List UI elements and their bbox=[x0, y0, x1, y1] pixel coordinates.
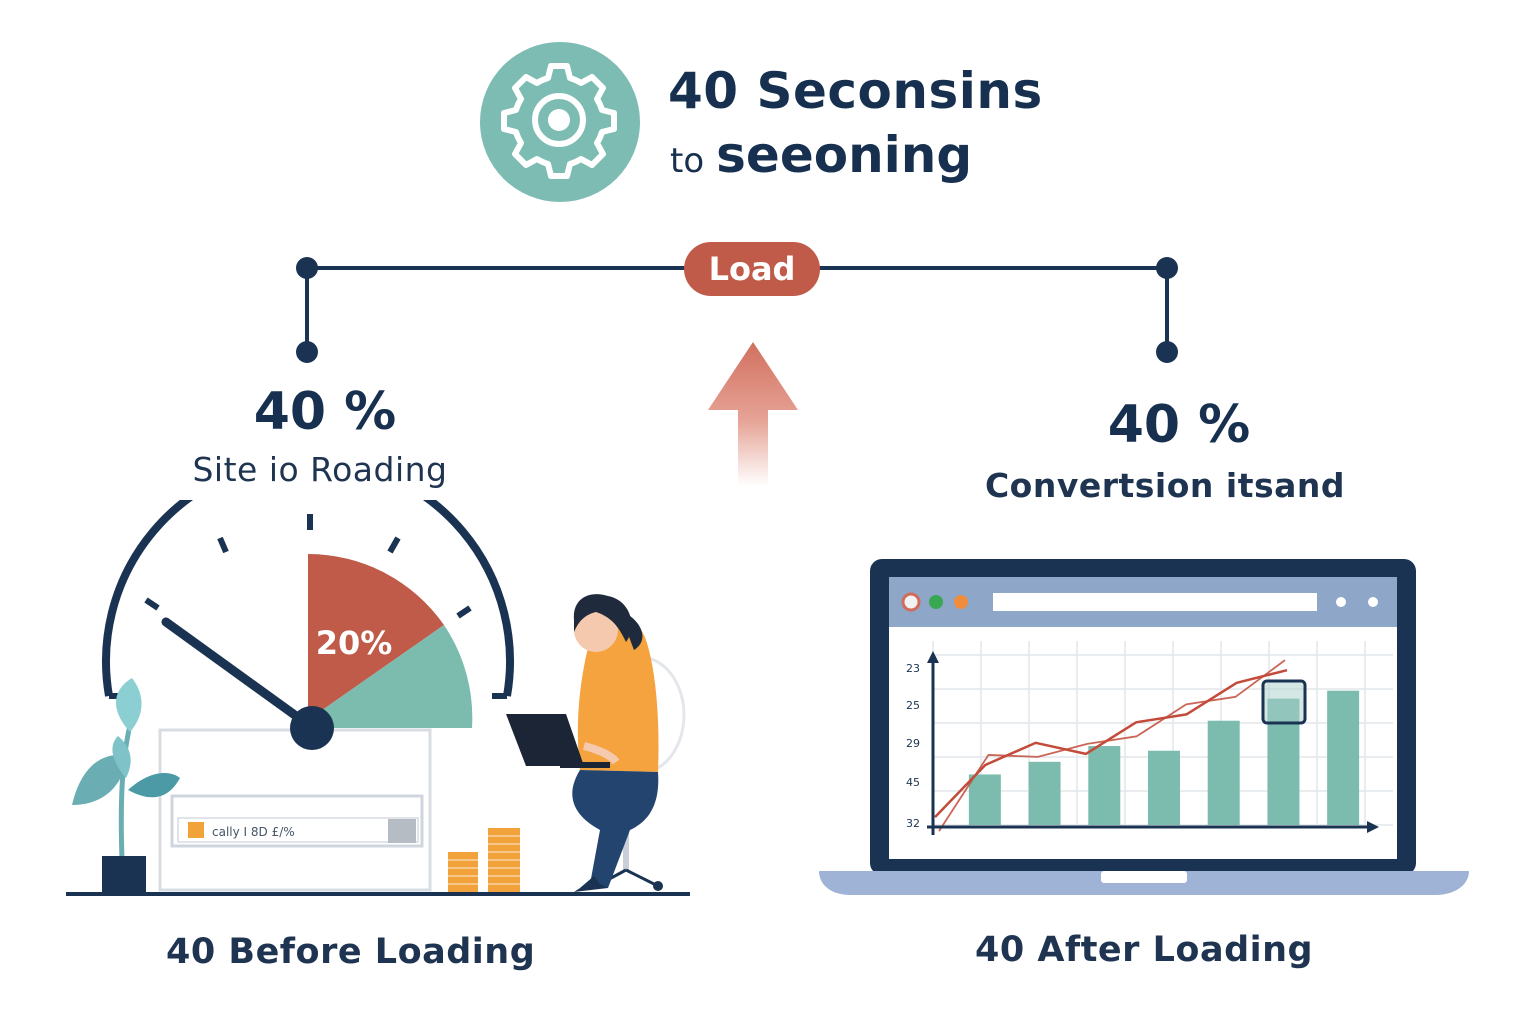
chart-bar bbox=[1148, 750, 1180, 825]
chart-y-tick-label: 23 bbox=[906, 662, 920, 675]
person-with-laptop-icon bbox=[506, 594, 686, 892]
chart-y-tick-label: 32 bbox=[906, 817, 920, 830]
before-loading-illustration: 20% cally I 8D £/% bbox=[66, 500, 690, 896]
browser-address-bar bbox=[993, 593, 1317, 611]
chart-trend-line-2 bbox=[938, 659, 1286, 832]
window-close-icon bbox=[901, 592, 921, 612]
laptop-notch bbox=[1101, 871, 1187, 883]
card-square-icon bbox=[188, 822, 204, 838]
speed-gauge bbox=[102, 500, 514, 750]
chart-y-tick-label: 25 bbox=[906, 699, 920, 712]
card-gray-block bbox=[388, 819, 416, 843]
browser-dot-icon-2 bbox=[1368, 597, 1378, 607]
subtitle-big: seeoning bbox=[716, 126, 973, 184]
right-stat-value: 40 % bbox=[1107, 395, 1251, 455]
chart-bar bbox=[968, 774, 1001, 825]
left-stat-description: Site io Roading bbox=[192, 450, 448, 489]
gear-icon bbox=[501, 63, 617, 179]
after-loading-caption: 40 After Loading bbox=[975, 930, 1314, 970]
chart-y-ticks: 23 25 29 45 32 bbox=[906, 662, 920, 830]
gauge-value: 20% bbox=[316, 624, 393, 662]
window-min-icon bbox=[929, 595, 943, 609]
chart-bar bbox=[1028, 761, 1061, 825]
chart-bar bbox=[1088, 746, 1121, 825]
left-stat-value: 40 % bbox=[253, 382, 397, 442]
before-loading-caption: 40 Before Loading bbox=[166, 932, 536, 972]
chart-y-tick-label: 45 bbox=[906, 776, 920, 789]
browser-dot-icon bbox=[1336, 597, 1346, 607]
chart-bar bbox=[1327, 690, 1360, 825]
chart-focus-box bbox=[1261, 679, 1307, 725]
up-arrow-icon bbox=[708, 342, 798, 486]
card-text: cally I 8D £/% bbox=[212, 825, 295, 839]
chart-bar bbox=[1207, 720, 1240, 825]
subtitle-small: to bbox=[670, 141, 705, 181]
coin-stacks-icon bbox=[448, 828, 520, 892]
plant-icon bbox=[72, 678, 180, 894]
right-stat-description: Convertsion itsand bbox=[984, 466, 1346, 505]
page-subtitle: to seeoning bbox=[670, 126, 972, 184]
after-loading-laptop: 23 25 29 45 32 bbox=[819, 559, 1469, 895]
window-max-icon bbox=[954, 595, 968, 609]
chart-y-tick-label: 29 bbox=[906, 737, 920, 750]
load-badge: Load bbox=[684, 242, 820, 296]
gear-badge bbox=[480, 42, 640, 202]
page-title: 40 Seconsins bbox=[668, 62, 1043, 120]
chart-trend-line bbox=[934, 668, 1288, 818]
